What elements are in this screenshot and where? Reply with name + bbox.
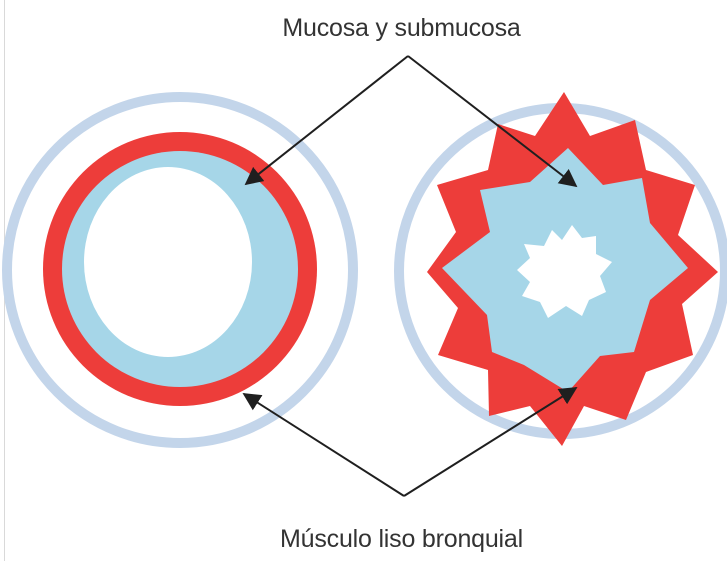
muscle-label: Músculo liso bronquial (38, 525, 727, 554)
arrow-muscle-left (244, 394, 404, 496)
normal-bronchus (7, 97, 353, 443)
left-lumen (84, 167, 252, 357)
mucosa-label: Mucosa y submucosa (38, 14, 727, 43)
constricted-bronchus (399, 92, 725, 446)
